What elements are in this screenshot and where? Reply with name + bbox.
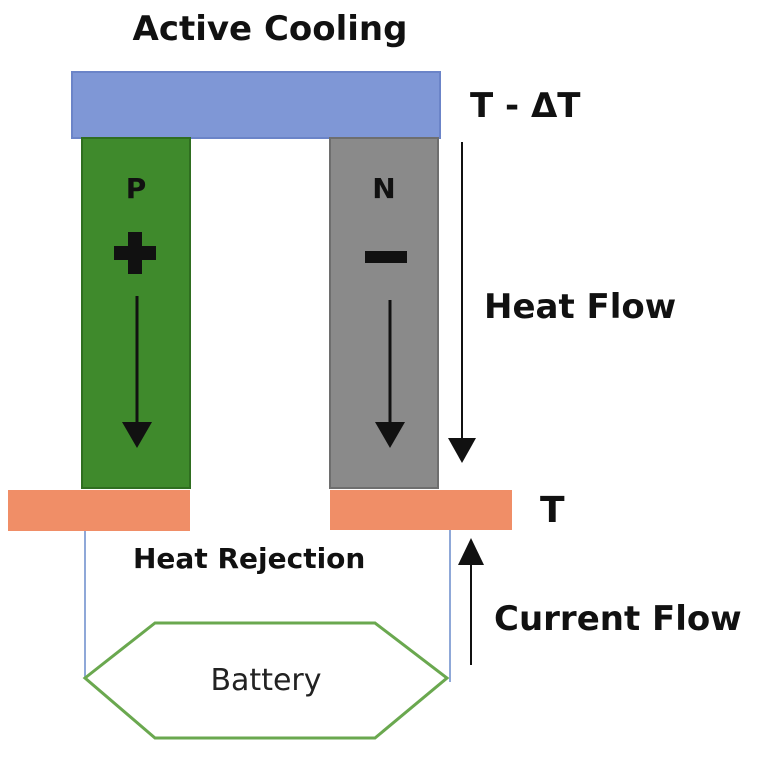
- heat-flow-label: Heat Flow: [484, 287, 676, 327]
- battery-shape: [82, 621, 450, 740]
- cold-temp-label: T - ΔT: [470, 86, 581, 126]
- title: Active Cooling: [133, 9, 408, 49]
- current-flow-label: Current Flow: [494, 599, 742, 639]
- hot-temp-label: T: [540, 490, 565, 531]
- hot-plate-right: [330, 490, 512, 530]
- heat-flow-arrow-icon: [448, 142, 476, 463]
- p-arrow-icon: [122, 296, 152, 448]
- n-arrow-icon: [375, 300, 405, 448]
- p-leg-label: P: [126, 172, 147, 205]
- hot-plate-left: [8, 490, 190, 531]
- n-leg-label: N: [372, 172, 395, 205]
- heat-rejection-label: Heat Rejection: [133, 542, 365, 575]
- plus-icon: [114, 232, 156, 274]
- battery-label: Battery: [210, 663, 321, 698]
- minus-icon: [365, 251, 407, 263]
- cold-plate: [71, 71, 441, 139]
- current-flow-arrow-icon: [458, 538, 484, 665]
